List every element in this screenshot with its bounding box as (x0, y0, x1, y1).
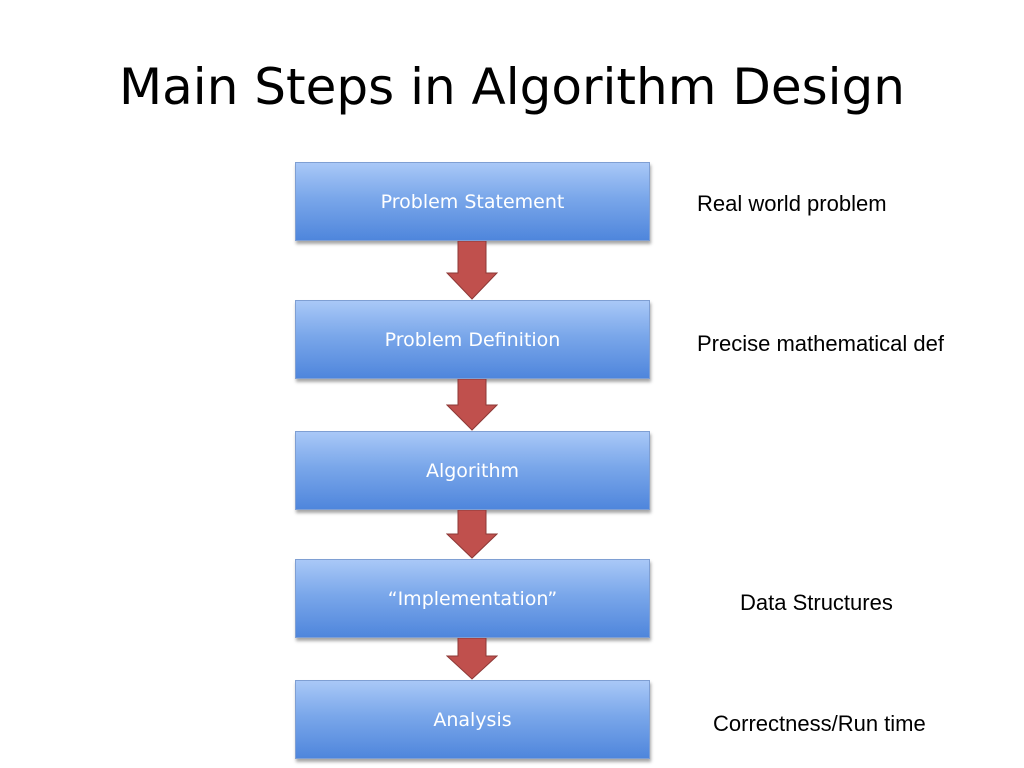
step-problem-statement: Problem Statement (295, 162, 650, 241)
down-arrow-icon (446, 638, 498, 680)
step-problem-definition: Problem Definition (295, 300, 650, 379)
down-arrow-icon (446, 379, 498, 431)
note-precise-mathematical-def: Precise mathematical def (697, 331, 944, 356)
note-real-world-problem: Real world problem (697, 191, 887, 216)
step-algorithm: Algorithm (295, 431, 650, 510)
step-implementation: “Implementation” (295, 559, 650, 638)
note-correctness-run-time: Correctness/Run time (713, 711, 926, 736)
down-arrow-icon (446, 510, 498, 559)
note-data-structures: Data Structures (740, 590, 893, 615)
down-arrow-icon (446, 241, 498, 300)
slide-title: Main Steps in Algorithm Design (119, 58, 905, 116)
step-analysis: Analysis (295, 680, 650, 759)
